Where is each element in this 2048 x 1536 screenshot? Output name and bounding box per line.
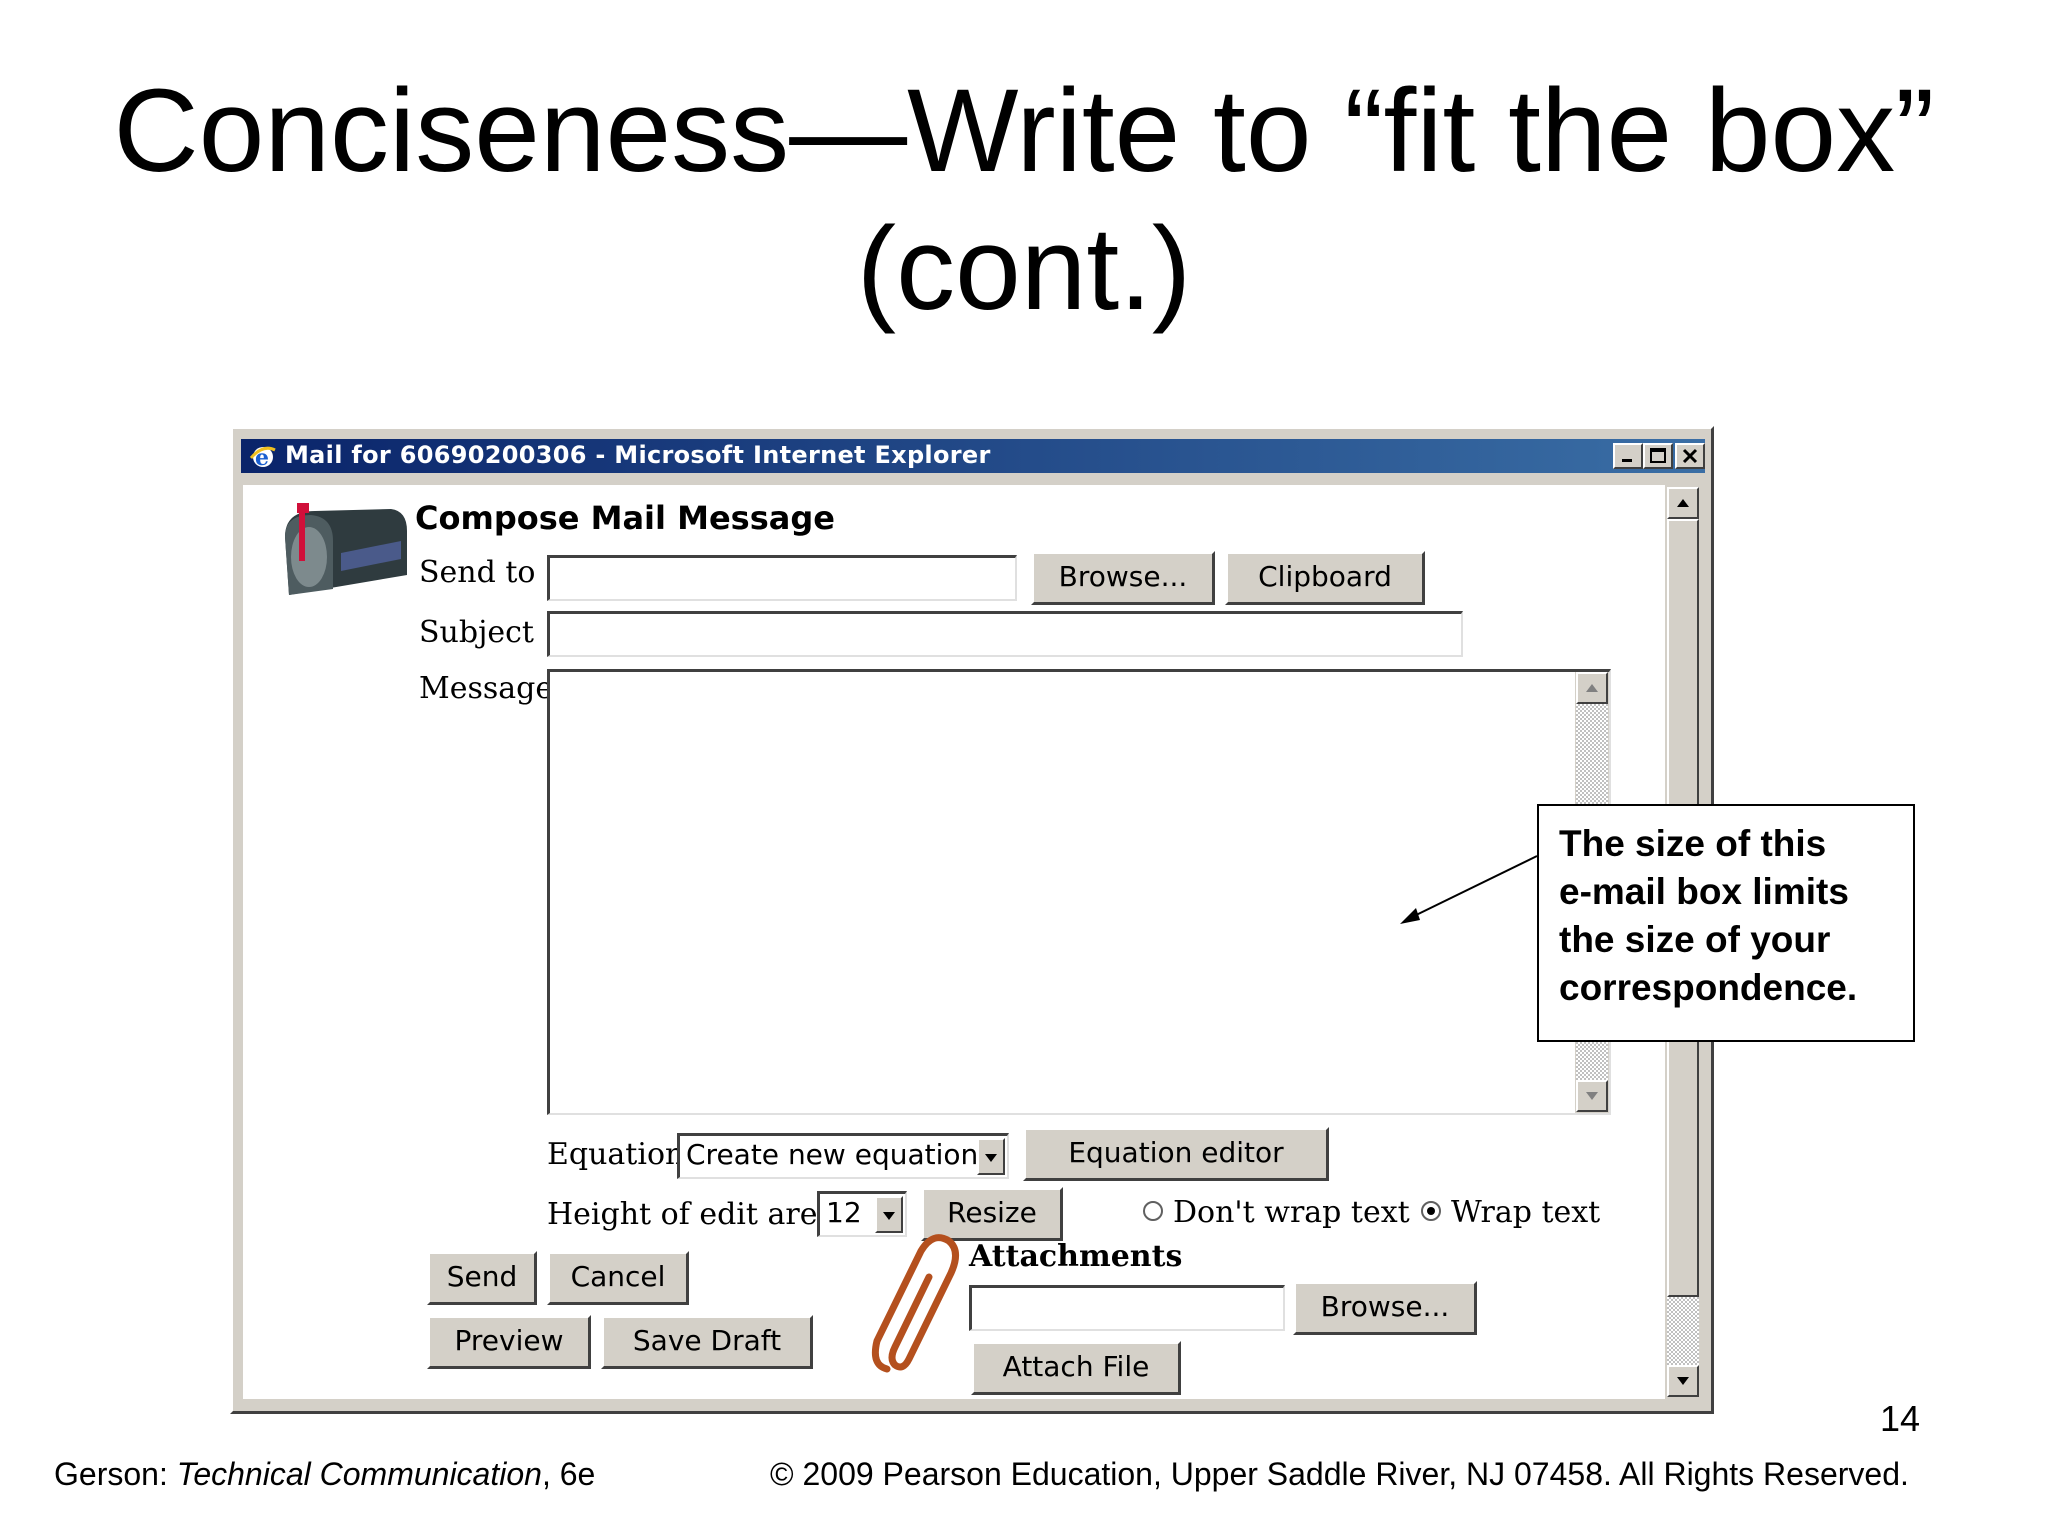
callout-line-1: The size of this bbox=[1559, 823, 1827, 864]
close-icon bbox=[1682, 448, 1698, 464]
send-to-label: Send to bbox=[419, 555, 536, 590]
equation-label: Equation bbox=[547, 1137, 685, 1172]
window-title: Mail for 60690200306 - Microsoft Interne… bbox=[285, 441, 991, 469]
slide-title-line-2: (cont.) bbox=[856, 203, 1192, 335]
send-button[interactable]: Send bbox=[427, 1251, 537, 1305]
page-number: 14 bbox=[1880, 1398, 1921, 1439]
height-dropdown-button[interactable] bbox=[875, 1196, 903, 1233]
slide-title: Conciseness—Write to “fit the box” (cont… bbox=[0, 62, 2048, 338]
cancel-button[interactable]: Cancel bbox=[547, 1251, 689, 1305]
attachment-browse-button[interactable]: Browse... bbox=[1293, 1281, 1477, 1335]
arrow-down-icon bbox=[1586, 1092, 1598, 1100]
send-to-input[interactable] bbox=[547, 555, 1017, 601]
arrow-down-icon bbox=[1677, 1377, 1689, 1385]
maximize-button[interactable] bbox=[1643, 443, 1673, 469]
slide-title-line-1: Conciseness—Write to “fit the box” bbox=[113, 65, 1935, 197]
callout-line-2: e-mail box limits bbox=[1559, 871, 1849, 912]
scroll-down-button[interactable] bbox=[1667, 1365, 1699, 1397]
equation-selected-value: Create new equation bbox=[686, 1138, 979, 1171]
clipboard-button[interactable]: Clipboard bbox=[1225, 551, 1425, 605]
chevron-down-icon bbox=[985, 1154, 997, 1162]
page-content: Compose Mail Message Send to Browse... C… bbox=[243, 485, 1673, 1399]
compose-heading: Compose Mail Message bbox=[415, 499, 835, 537]
message-scroll-up-button[interactable] bbox=[1576, 672, 1608, 704]
callout-box: The size of this e-mail box limits the s… bbox=[1537, 804, 1915, 1042]
save-draft-button[interactable]: Save Draft bbox=[601, 1315, 813, 1369]
footer-book-title: Technical Communication bbox=[176, 1456, 542, 1492]
equation-select[interactable]: Create new equation bbox=[677, 1133, 1009, 1179]
scroll-track[interactable] bbox=[1667, 1297, 1699, 1365]
subject-input[interactable] bbox=[547, 611, 1463, 657]
equation-dropdown-button[interactable] bbox=[977, 1138, 1005, 1175]
attachment-path-input[interactable] bbox=[969, 1285, 1285, 1331]
height-selected-value: 12 bbox=[826, 1196, 862, 1229]
maximize-icon bbox=[1650, 448, 1666, 463]
message-textarea[interactable] bbox=[547, 669, 1611, 1115]
subject-label: Subject bbox=[419, 615, 534, 650]
dont-wrap-label: Don't wrap text bbox=[1173, 1195, 1410, 1230]
equation-editor-button[interactable]: Equation editor bbox=[1023, 1127, 1329, 1181]
browse-recipients-button[interactable]: Browse... bbox=[1031, 551, 1215, 605]
callout-line-3: the size of your bbox=[1559, 919, 1831, 960]
paperclip-icon bbox=[871, 1234, 959, 1373]
close-button[interactable] bbox=[1675, 443, 1705, 469]
footer-edition: , 6e bbox=[541, 1456, 596, 1492]
footer-author: Gerson: bbox=[54, 1456, 177, 1492]
wrap-text-label: Wrap text bbox=[1451, 1195, 1601, 1230]
attachments-heading: Attachments bbox=[969, 1239, 1183, 1274]
internet-explorer-icon: e bbox=[249, 445, 276, 470]
arrow-up-icon bbox=[1677, 499, 1689, 507]
dont-wrap-radio[interactable] bbox=[1143, 1201, 1163, 1221]
height-label: Height of edit area bbox=[547, 1197, 836, 1232]
preview-button[interactable]: Preview bbox=[427, 1315, 591, 1369]
scroll-up-button[interactable] bbox=[1667, 487, 1699, 519]
resize-button[interactable]: Resize bbox=[921, 1187, 1063, 1241]
attach-file-button[interactable]: Attach File bbox=[971, 1341, 1181, 1395]
message-label: Message bbox=[419, 671, 554, 706]
message-scroll-down-button[interactable] bbox=[1576, 1080, 1608, 1112]
height-select[interactable]: 12 bbox=[817, 1191, 907, 1237]
wrap-text-radio[interactable] bbox=[1421, 1201, 1441, 1221]
mailbox-icon bbox=[285, 503, 407, 595]
chevron-down-icon bbox=[883, 1212, 895, 1220]
footer-copyright: © 2009 Pearson Education, Upper Saddle R… bbox=[770, 1456, 1909, 1492]
arrow-up-icon bbox=[1586, 684, 1598, 692]
minimize-icon bbox=[1622, 459, 1632, 462]
minimize-button[interactable] bbox=[1613, 443, 1643, 469]
callout-line-4: correspondence. bbox=[1559, 967, 1858, 1008]
footer-citation: Gerson: Technical Communication, 6e bbox=[54, 1456, 595, 1493]
browser-window: e Mail for 60690200306 - Microsoft Inter… bbox=[230, 426, 1714, 1414]
window-titlebar[interactable]: e Mail for 60690200306 - Microsoft Inter… bbox=[241, 439, 1705, 473]
